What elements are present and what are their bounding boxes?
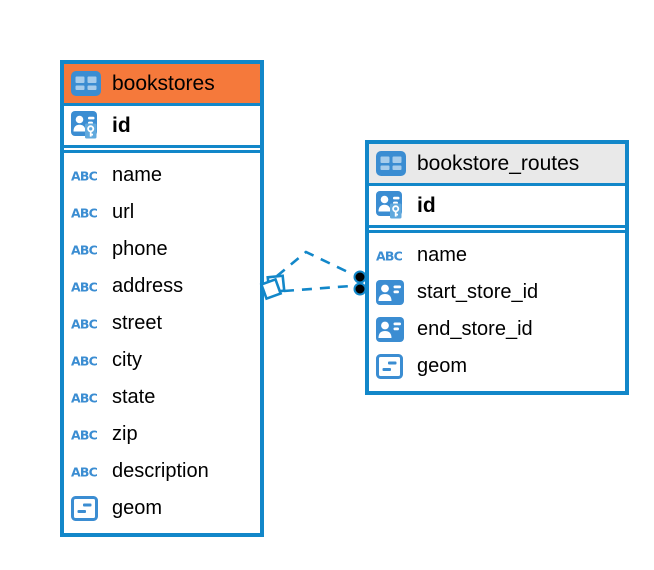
svg-text:ABC: ABC <box>376 249 403 264</box>
table-row[interactable]: geom <box>64 490 260 527</box>
primary-key-icon <box>376 191 409 220</box>
foreign-key-icon <box>376 317 409 342</box>
column-name: geom <box>417 355 468 377</box>
text-icon: ABC <box>71 426 104 443</box>
relationship-line-end-store-id[interactable] <box>283 284 352 293</box>
table-icon <box>376 151 409 176</box>
svg-text:ABC: ABC <box>71 206 98 221</box>
primary-key-icon <box>71 111 104 140</box>
column-name: id <box>112 113 131 137</box>
svg-text:ABC: ABC <box>71 465 98 480</box>
column-name: end_store_id <box>417 318 533 340</box>
text-icon: ABC <box>71 167 104 184</box>
column-name: geom <box>112 497 163 519</box>
table-row-primary-key[interactable]: id <box>369 186 625 228</box>
pk-separator <box>64 148 260 153</box>
svg-text:ABC: ABC <box>71 428 98 443</box>
table-header-bookstore-routes[interactable]: bookstore_routes <box>369 144 625 186</box>
column-name: start_store_id <box>417 281 539 303</box>
table-row[interactable]: end_store_id <box>369 311 625 348</box>
column-name: address <box>112 275 184 297</box>
geometry-icon <box>376 354 409 379</box>
geometry-icon <box>71 496 104 521</box>
column-name: name <box>417 244 468 266</box>
svg-text:ABC: ABC <box>71 280 98 295</box>
table-row[interactable]: ABC name <box>64 157 260 194</box>
table-row[interactable]: start_store_id <box>369 274 625 311</box>
table-row[interactable]: ABC phone <box>64 231 260 268</box>
table-row[interactable]: geom <box>369 348 625 385</box>
table-name: bookstores <box>112 71 215 95</box>
table-row[interactable]: ABC url <box>64 194 260 231</box>
text-icon: ABC <box>71 463 104 480</box>
text-icon: ABC <box>71 315 104 332</box>
pk-dot-marker[interactable] <box>353 270 367 296</box>
relationship-line-start-store-id[interactable] <box>276 250 353 278</box>
column-name: city <box>112 349 142 371</box>
text-icon: ABC <box>71 204 104 221</box>
svg-text:ABC: ABC <box>71 317 98 332</box>
text-icon: ABC <box>71 241 104 258</box>
table-row[interactable]: ABC street <box>64 305 260 342</box>
table-node-bookstore-routes[interactable]: bookstore_routes id ABC name start_store_i… <box>365 140 629 395</box>
foreign-key-icon <box>376 280 409 305</box>
column-name: state <box>112 386 156 408</box>
svg-text:ABC: ABC <box>71 169 98 184</box>
text-icon: ABC <box>376 247 409 264</box>
table-row[interactable]: ABC name <box>369 237 625 274</box>
table-row-primary-key[interactable]: id <box>64 106 260 148</box>
column-name: url <box>112 201 135 223</box>
column-name: id <box>417 193 436 217</box>
text-icon: ABC <box>71 389 104 406</box>
column-name: street <box>112 312 163 334</box>
table-row[interactable]: ABC city <box>64 342 260 379</box>
svg-text:ABC: ABC <box>71 243 98 258</box>
svg-text:ABC: ABC <box>71 354 98 369</box>
column-name: description <box>112 460 209 482</box>
svg-text:ABC: ABC <box>71 391 98 406</box>
table-icon <box>71 71 104 96</box>
table-header-bookstores[interactable]: bookstores <box>64 64 260 106</box>
table-row[interactable]: ABC state <box>64 379 260 416</box>
column-name: phone <box>112 238 168 260</box>
column-name: zip <box>112 423 138 445</box>
table-row[interactable]: ABC address <box>64 268 260 305</box>
text-icon: ABC <box>71 352 104 369</box>
table-row[interactable]: ABC zip <box>64 416 260 453</box>
table-name: bookstore_routes <box>417 151 580 175</box>
table-row[interactable]: ABC description <box>64 453 260 490</box>
column-name: name <box>112 164 163 186</box>
fk-diamond-marker[interactable] <box>259 274 286 301</box>
text-icon: ABC <box>71 278 104 295</box>
pk-separator <box>369 228 625 233</box>
